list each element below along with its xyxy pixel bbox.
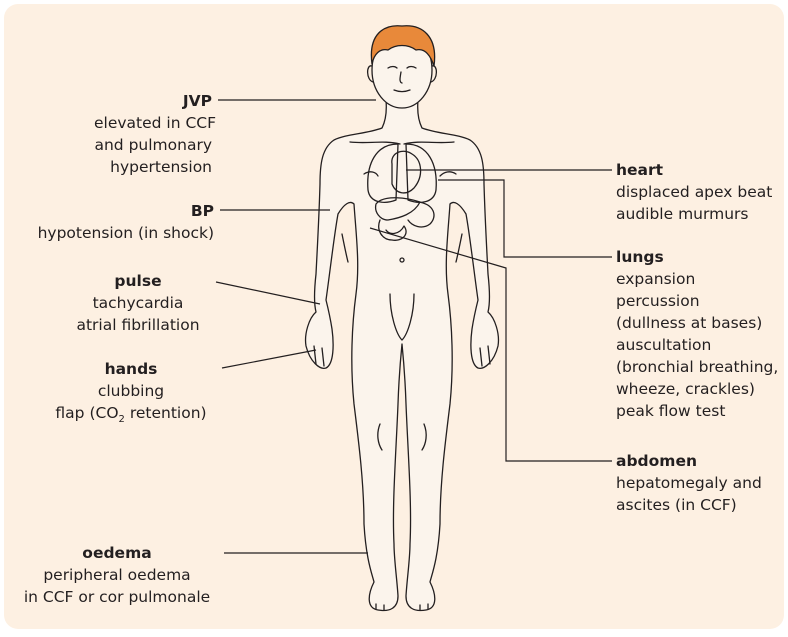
annotation-hands-flap-pre: flap (CO <box>55 404 118 422</box>
annotation-hands-flap-post: retention) <box>125 404 207 422</box>
annotation-lungs: lungs expansion percussion (dullness at … <box>616 246 782 422</box>
annotation-pulse: pulse tachycardia atrial fibrillation <box>58 270 218 336</box>
annotation-jvp: JVP elevated in CCF and pulmonary hypert… <box>94 90 212 178</box>
annotation-oedema: oedema peripheral oedema in CCF or cor p… <box>8 542 226 608</box>
annotation-pulse-line-1: tachycardia <box>58 292 218 314</box>
annotation-abdomen-title: abdomen <box>616 450 780 472</box>
annotation-pulse-title: pulse <box>58 270 218 292</box>
annotation-jvp-line-2: and pulmonary <box>94 134 212 156</box>
annotation-hands-line-1: clubbing <box>44 380 218 402</box>
annotation-pulse-line-2: atrial fibrillation <box>58 314 218 336</box>
annotation-heart-line-2: audible murmurs <box>616 203 780 225</box>
annotation-bp: BP hypotension (in shock) <box>24 200 214 244</box>
annotation-lungs-line-2: percussion <box>616 290 782 312</box>
annotation-bp-line-1: hypotension (in shock) <box>24 222 214 244</box>
annotation-hands-title: hands <box>44 358 218 380</box>
annotation-hands-line-2: flap (CO2 retention) <box>44 402 218 424</box>
annotation-lungs-line-3: (dullness at bases) <box>616 312 782 334</box>
annotation-heart-title: heart <box>616 159 780 181</box>
annotation-abdomen-line-2: ascites (in CCF) <box>616 494 780 516</box>
annotation-jvp-line-1: elevated in CCF <box>94 112 212 134</box>
annotation-hands: hands clubbing flap (CO2 retention) <box>44 358 218 424</box>
annotation-lungs-line-6: wheeze, crackles) <box>616 378 782 400</box>
annotation-lungs-line-7: peak flow test <box>616 400 782 422</box>
diagram-panel: JVP elevated in CCF and pulmonary hypert… <box>4 4 784 629</box>
body-outline <box>306 100 499 610</box>
annotation-oedema-line-2: in CCF or cor pulmonale <box>8 586 226 608</box>
hands-leader <box>222 350 316 368</box>
annotation-abdomen: abdomen hepatomegaly and ascites (in CCF… <box>616 450 780 516</box>
annotation-jvp-line-3: hypertension <box>94 156 212 178</box>
annotation-oedema-line-1: peripheral oedema <box>8 564 226 586</box>
annotation-lungs-line-1: expansion <box>616 268 782 290</box>
annotation-oedema-title: oedema <box>8 542 226 564</box>
pulse-leader <box>216 282 320 304</box>
annotation-bp-title: BP <box>24 200 214 222</box>
annotation-heart-line-1: displaced apex beat <box>616 181 780 203</box>
annotation-jvp-title: JVP <box>94 90 212 112</box>
annotation-abdomen-line-1: hepatomegaly and <box>616 472 780 494</box>
annotation-lungs-line-4: auscultation <box>616 334 782 356</box>
annotation-heart: heart displaced apex beat audible murmur… <box>616 159 780 225</box>
annotation-lungs-line-5: (bronchial breathing, <box>616 356 782 378</box>
annotation-lungs-title: lungs <box>616 246 782 268</box>
